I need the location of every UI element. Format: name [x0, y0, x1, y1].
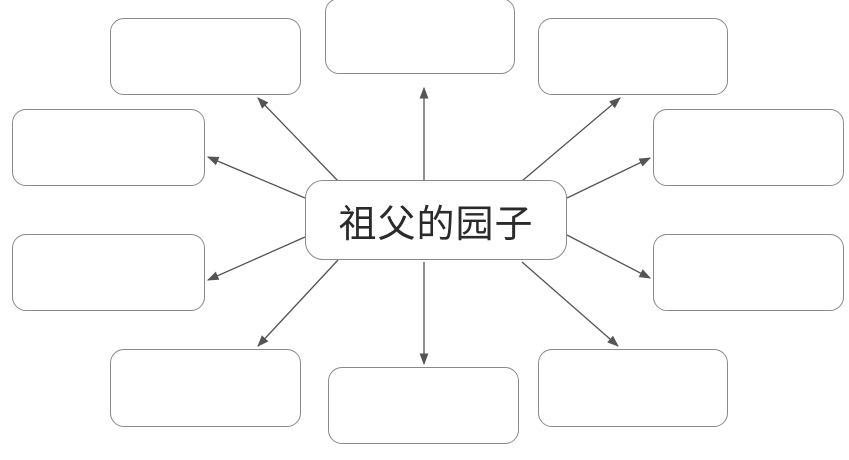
central-topic-label: 祖父的园子 [338, 201, 534, 246]
arrow-to-top-left [257, 97, 339, 182]
empty-box-bottom-right [538, 349, 728, 427]
arrow-to-mid-right-up [566, 157, 652, 199]
empty-box-mid-right-up [653, 109, 844, 186]
empty-box-mid-left-down [12, 234, 205, 311]
empty-box-top-center [325, 0, 515, 74]
empty-box-mid-left-up [12, 109, 205, 186]
central-topic-node: 祖父的园子 [305, 180, 567, 260]
empty-box-bottom-left [110, 349, 301, 427]
empty-box-top-right [538, 18, 728, 95]
arrow-to-mid-left-up [206, 156, 306, 199]
arrow-to-bottom-left [257, 259, 339, 347]
empty-box-bottom-center [328, 367, 519, 444]
arrow-to-top-right [521, 97, 621, 182]
arrow-to-bottom-right [521, 261, 619, 347]
empty-box-mid-right-down [653, 234, 844, 311]
arrow-to-mid-left-down [206, 236, 306, 281]
arrow-to-mid-right-down [566, 234, 652, 279]
empty-box-top-left [110, 18, 301, 95]
